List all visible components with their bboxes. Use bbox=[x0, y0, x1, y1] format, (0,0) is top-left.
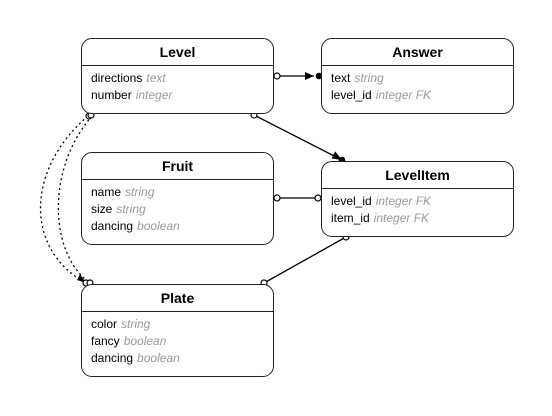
entity-title: Plate bbox=[82, 285, 273, 312]
attribute-name: text bbox=[331, 71, 351, 85]
attribute-name: number bbox=[91, 88, 132, 102]
attribute-type: boolean bbox=[137, 351, 180, 365]
attribute-name: color bbox=[91, 317, 118, 331]
attribute-type: integer bbox=[135, 88, 173, 102]
relation-plate-levelitem bbox=[260, 233, 350, 287]
optional-end-icon bbox=[273, 72, 281, 80]
attribute-type: string bbox=[354, 71, 384, 85]
entity-title: Fruit bbox=[82, 153, 273, 180]
attribute-type: text bbox=[146, 71, 166, 85]
attribute-type: integer FK bbox=[373, 211, 430, 225]
entity-title: Answer bbox=[322, 39, 513, 66]
attribute-name: item_id bbox=[331, 211, 370, 225]
attribute-type: string bbox=[125, 185, 155, 199]
optional-end-icon bbox=[273, 194, 281, 202]
attribute-name: level_id bbox=[331, 88, 372, 102]
attribute-type: boolean bbox=[123, 334, 167, 348]
attribute-type: string bbox=[116, 202, 146, 216]
attribute-type: boolean bbox=[137, 219, 180, 233]
attribute-name: directions bbox=[91, 71, 143, 85]
attribute-name: dancing bbox=[91, 351, 134, 365]
relation-fruit-levelitem bbox=[273, 194, 322, 202]
entity-title: Level bbox=[82, 39, 273, 66]
attribute-name: size bbox=[91, 202, 113, 216]
attribute-type: integer FK bbox=[375, 194, 432, 208]
attribute-name: dancing bbox=[91, 219, 134, 233]
attribute-name: name bbox=[91, 185, 122, 199]
arrowhead-icon bbox=[305, 72, 314, 80]
attribute-type: integer FK bbox=[375, 88, 432, 102]
entity-title: LevelItem bbox=[322, 162, 513, 189]
attribute-type: string bbox=[121, 317, 151, 331]
many-end-icon bbox=[315, 72, 323, 80]
arrowhead-icon bbox=[331, 151, 342, 160]
attribute-name: fancy bbox=[91, 334, 120, 348]
relation-level-answer bbox=[273, 72, 323, 80]
attribute-name: level_id bbox=[331, 194, 372, 208]
